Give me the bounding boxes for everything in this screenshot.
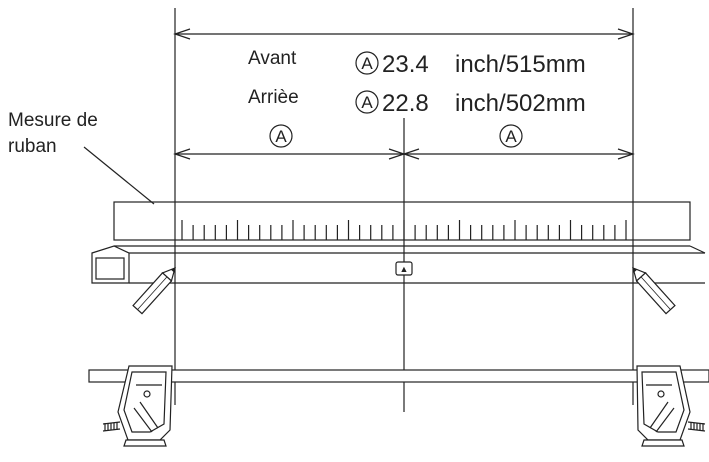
front-label: Avant: [248, 48, 297, 69]
front-symbol: A: [361, 54, 373, 73]
half-left-symbol-circle: [269, 124, 293, 148]
left-bolt: [102, 421, 121, 432]
left-foot-bracket: [102, 365, 173, 447]
lower-bar: [88, 369, 709, 383]
half-left-symbol: A: [275, 127, 287, 146]
right-pencil-icon: [632, 267, 676, 315]
left-pencil-icon: [132, 267, 176, 315]
tape-label-line1: Mesure de: [8, 110, 98, 131]
right-bolt: [687, 421, 706, 432]
rear-value: 22.8: [382, 90, 429, 117]
measuring-tape: [113, 201, 691, 241]
front-unit: inch/515mm: [455, 51, 586, 78]
front-value: 23.4: [382, 51, 429, 78]
tape-ticks: [181, 220, 627, 240]
rear-symbol-circle: [355, 90, 379, 114]
right-foot-bracket: [636, 365, 706, 447]
tape-label-line2: ruban: [8, 136, 57, 157]
center-marker-box: [395, 261, 413, 276]
center-marker: ▲: [400, 264, 409, 274]
half-right-symbol-circle: [499, 124, 523, 148]
rear-unit: inch/502mm: [455, 90, 586, 117]
rear-symbol: A: [361, 93, 373, 112]
half-right-symbol: A: [505, 127, 517, 146]
half-dimension-arrows: [173, 148, 635, 160]
front-symbol-circle: [355, 51, 379, 75]
rear-label: Arrièe: [248, 87, 299, 108]
roof-bar: [91, 245, 706, 284]
tape-leader-line: [83, 146, 155, 205]
total-dimension-arrow: [173, 28, 635, 40]
